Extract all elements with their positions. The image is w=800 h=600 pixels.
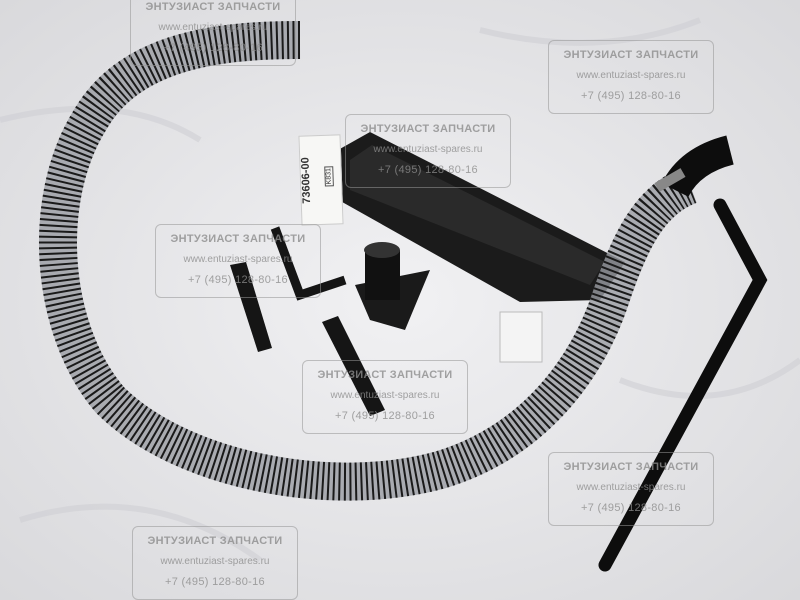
snorkel-rod [598,198,768,572]
watermark-url: www.entuziast-spares.ru [330,390,440,401]
watermark-phone: +7 (495) 128-80-16 [188,274,288,286]
watermark: ЭНТУЗИАСТ ЗАПЧАСТИ www.entuziast-spares.… [345,114,511,188]
label-code: K831 [324,165,334,187]
watermark-url: www.entuziast-spares.ru [576,70,686,81]
watermark-phone: +7 (495) 128-80-16 [335,410,435,422]
watermark-phone: +7 (495) 128-80-16 [581,502,681,514]
watermark: ЭНТУЗИАСТ ЗАПЧАСТИ www.entuziast-spares.… [132,526,298,600]
watermark: ЭНТУЗИАСТ ЗАПЧАСТИ www.entuziast-spares.… [548,40,714,114]
part-number: 73606-00 [299,157,314,204]
watermark-phone: +7 (495) 128-80-16 [378,164,478,176]
watermark-url: www.entuziast-spares.ru [158,22,268,33]
watermark-phone: +7 (495) 128-80-16 [165,576,265,588]
watermark: ЭНТУЗИАСТ ЗАПЧАСТИ www.entuziast-spares.… [302,360,468,434]
flange-pipe [355,242,430,330]
watermark: ЭНТУЗИАСТ ЗАПЧАСТИ www.entuziast-spares.… [548,452,714,526]
watermark-url: www.entuziast-spares.ru [373,144,483,155]
watermark: ЭНТУЗИАСТ ЗАПЧАСТИ www.entuziast-spares.… [130,0,296,66]
watermark-phone: +7 (495) 128-80-16 [581,90,681,102]
watermark-title: ЭНТУЗИАСТ ЗАПЧАСТИ [563,49,699,61]
watermark-url: www.entuziast-spares.ru [160,556,270,567]
watermark-title: ЭНТУЗИАСТ ЗАПЧАСТИ [145,1,281,13]
watermark-title: ЭНТУЗИАСТ ЗАПЧАСТИ [317,369,453,381]
bracket-left [230,262,272,352]
spiral-hose [39,21,698,501]
bracket-flat [322,316,385,416]
watermark-title: ЭНТУЗИАСТ ЗАПЧАСТИ [563,461,699,473]
watermark-title: ЭНТУЗИАСТ ЗАПЧАСТИ [147,535,283,547]
watermark-phone: +7 (495) 128-80-16 [163,42,263,54]
watermark-url: www.entuziast-spares.ru [576,482,686,493]
snorkel-elbow [654,135,735,198]
package-label: 73606-00 K831 [298,134,344,226]
watermark-url: www.entuziast-spares.ru [183,254,293,265]
watermark-title: ЭНТУЗИАСТ ЗАПЧАСТИ [170,233,306,245]
bracket-bent [270,226,347,301]
cloth-folds [0,17,800,563]
watermark-title: ЭНТУЗИАСТ ЗАПЧАСТИ [360,123,496,135]
mounting-plate [335,132,625,302]
hardware-bag [499,311,543,363]
watermark: ЭНТУЗИАСТ ЗАПЧАСТИ www.entuziast-spares.… [155,224,321,298]
